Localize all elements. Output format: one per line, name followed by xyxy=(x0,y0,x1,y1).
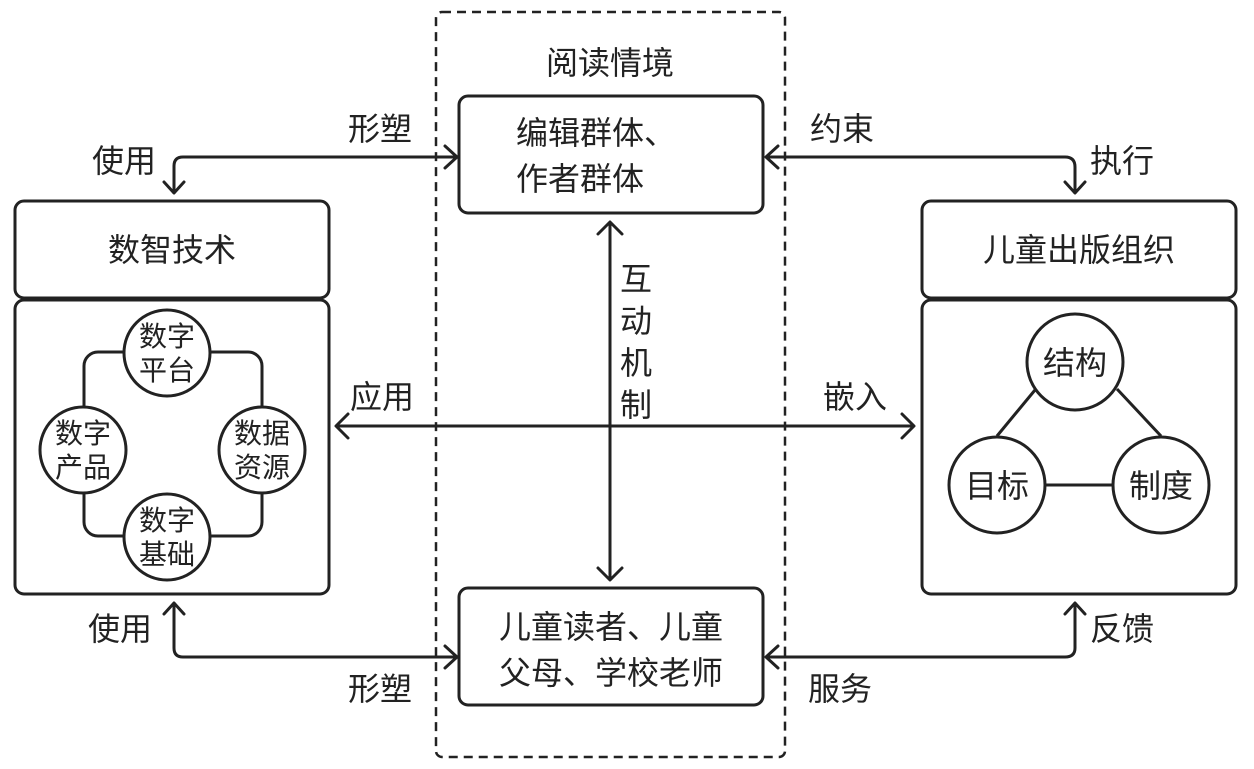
readers-org-arrow-head-up xyxy=(1063,601,1087,616)
apply-label: 应用 xyxy=(350,378,414,416)
top-left-use-label: 使用 xyxy=(92,142,156,180)
tech-node-digital-product xyxy=(38,405,128,495)
interaction-arrow-head-up xyxy=(596,220,624,236)
editors-org-arrow xyxy=(766,155,1077,192)
interaction-arrow-head-down xyxy=(596,566,624,582)
reading-context-container xyxy=(434,10,787,759)
org-node-system xyxy=(1111,435,1211,535)
tech-node-digital-product-line-1: 数字 xyxy=(55,417,111,450)
tech-node-digital-platform-line-2: 平台 xyxy=(139,354,195,387)
tech-node-digital-product-line-2: 产品 xyxy=(55,451,111,484)
bottom-right-serve-label: 服务 xyxy=(808,670,872,708)
org-node-goal-label: 目标 xyxy=(965,467,1029,505)
apply-arrow-head xyxy=(334,412,350,440)
readers-line-2: 父母、学校老师 xyxy=(499,654,723,692)
readers-line-1: 儿童读者、儿童 xyxy=(499,608,723,646)
embed-label: 嵌入 xyxy=(823,378,887,416)
editors-authors-line-2: 作者群体 xyxy=(516,160,644,198)
org-link-structure-system xyxy=(1115,387,1163,438)
org-link-structure-goal xyxy=(995,389,1037,437)
readers-org-arrow xyxy=(766,603,1077,659)
tech-editors-arrow xyxy=(172,155,456,192)
org-node-structure-label: 结构 xyxy=(1043,344,1107,382)
tech-editors-arrow-head-right xyxy=(443,144,459,170)
org-node-structure xyxy=(1025,312,1125,412)
tech-node-digital-platform-line-1: 数字 xyxy=(139,320,195,353)
tech-node-digital-platform xyxy=(122,308,212,398)
tech-node-digital-infrastructure-line-2: 基础 xyxy=(139,538,195,571)
interaction-label-3: 机 xyxy=(620,344,652,382)
tech-node-data-resource-line-2: 资源 xyxy=(234,451,290,484)
editors-authors-line-1: 编辑群体、 xyxy=(516,114,676,152)
readers-box xyxy=(457,586,765,707)
interaction-label-1: 互 xyxy=(620,260,652,298)
tech-readers-arrow-head-up xyxy=(162,601,186,616)
top-left-shape-label: 形塑 xyxy=(348,110,412,148)
org-title-box xyxy=(920,199,1238,300)
tech-node-data-resource xyxy=(217,405,307,495)
bottom-left-shape-label: 形塑 xyxy=(348,670,412,708)
editors-org-arrow-head-left xyxy=(764,144,780,170)
tech-content-box xyxy=(13,298,331,596)
tech-editors-arrow-head-down xyxy=(162,180,186,195)
tech-node-digital-infrastructure-line-1: 数字 xyxy=(139,504,195,537)
org-node-system-label: 制度 xyxy=(1129,467,1193,505)
tech-node-digital-infrastructure xyxy=(122,492,212,582)
editors-authors-box xyxy=(457,94,765,215)
org-node-goal xyxy=(947,435,1047,535)
tech-readers-arrow-head-right xyxy=(443,644,459,670)
bottom-right-feedback-label: 反馈 xyxy=(1090,610,1154,648)
tech-title-box xyxy=(13,199,331,300)
reading-context-title: 阅读情境 xyxy=(546,44,674,82)
editors-org-arrow-head-down xyxy=(1063,180,1087,195)
tech-readers-arrow xyxy=(172,603,456,659)
interaction-label-2: 动 xyxy=(620,302,652,340)
bottom-left-use-label: 使用 xyxy=(88,610,152,648)
tech-title: 数智技术 xyxy=(108,231,236,269)
org-title: 儿童出版组织 xyxy=(983,231,1175,269)
top-right-execute-label: 执行 xyxy=(1090,142,1154,180)
interaction-label-4: 制 xyxy=(620,386,652,424)
readers-org-arrow-head-left xyxy=(764,644,780,670)
top-right-constrain-label: 约束 xyxy=(810,110,874,148)
tech-node-data-resource-line-1: 数据 xyxy=(234,417,290,450)
embed-arrow-head xyxy=(900,412,916,440)
